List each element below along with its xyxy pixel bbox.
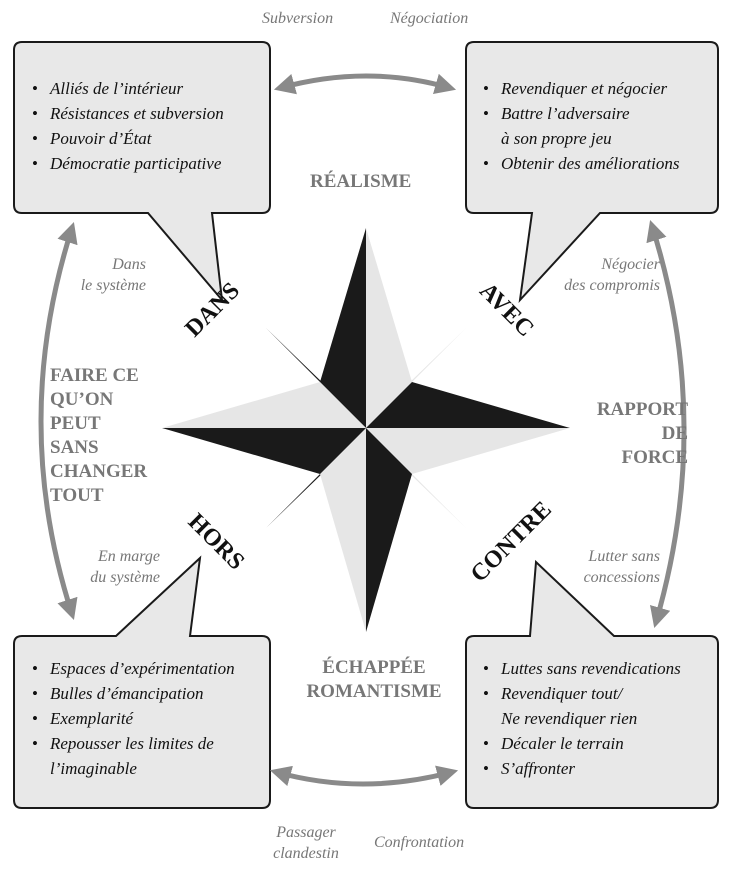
list-item-line: Revendiquer tout/ bbox=[501, 684, 623, 703]
arrow-right bbox=[646, 219, 687, 629]
box-bottom-left-list: Espaces d’expérimentationBulles d’émanci… bbox=[32, 656, 268, 781]
list-item: S’affronter bbox=[483, 756, 715, 781]
label-negociation: Négociation bbox=[390, 10, 469, 27]
compass-rose-icon bbox=[162, 228, 570, 632]
label-passager-clandestin: Passager clandestin bbox=[273, 824, 339, 862]
list-item: Démocratie participative bbox=[32, 151, 264, 176]
list-item: Alliés de l’intérieur bbox=[32, 76, 264, 101]
list-item-line: Démocratie participative bbox=[50, 154, 222, 173]
arrow-bottom bbox=[269, 765, 459, 787]
list-item: Pouvoir d’État bbox=[32, 126, 264, 151]
axis-label-faire-ce-quon-peut: FAIRE CE QU’ON PEUT SANS CHANGER TOUT bbox=[50, 365, 148, 506]
box-top-right-list: Revendiquer et négocierBattre l’adversai… bbox=[483, 76, 715, 176]
arrow-top bbox=[273, 73, 457, 95]
list-item-line: Pouvoir d’État bbox=[50, 129, 152, 148]
list-item: Obtenir des améliorations bbox=[483, 151, 715, 176]
list-item: Exemplarité bbox=[32, 706, 268, 731]
list-item: Décaler le terrain bbox=[483, 731, 715, 756]
label-dans-le-systeme: Dans le système bbox=[80, 256, 146, 294]
arrow-left bbox=[38, 221, 78, 620]
list-item-line: Repousser les limites de bbox=[50, 734, 214, 753]
label-subversion: Subversion bbox=[262, 10, 334, 27]
list-item: Revendiquer tout/Ne revendiquer rien bbox=[483, 681, 715, 731]
label-negocier-des-compromis: Négocier des compromis bbox=[564, 256, 660, 294]
list-item-line: Espaces d’expérimentation bbox=[50, 659, 235, 678]
axis-label-rapport-de-force: RAPPORT DE FORCE bbox=[596, 399, 688, 468]
list-item: Bulles d’émancipation bbox=[32, 681, 268, 706]
list-item-line: Obtenir des améliorations bbox=[501, 154, 680, 173]
list-item-line: à son propre jeu bbox=[501, 129, 612, 148]
list-item-line: Luttes sans revendications bbox=[501, 659, 681, 678]
list-item-line: Revendiquer et négocier bbox=[501, 79, 668, 98]
axis-label-realisme: RÉALISME bbox=[310, 171, 412, 192]
axis-label-echappee-romantisme: ÉCHAPPÉE ROMANTISME bbox=[306, 657, 442, 702]
list-item: Revendiquer et négocier bbox=[483, 76, 715, 101]
list-item-line: Bulles d’émancipation bbox=[50, 684, 204, 703]
label-lutter-sans-concessions: Lutter sans concessions bbox=[583, 548, 660, 586]
list-item-line: Résistances et subversion bbox=[50, 104, 224, 123]
list-item-line: Alliés de l’intérieur bbox=[50, 79, 184, 98]
list-item: Battre l’adversaire à son propre jeu bbox=[483, 101, 715, 151]
label-en-marge-du-systeme: En marge du système bbox=[90, 548, 160, 586]
list-item: Luttes sans revendications bbox=[483, 656, 715, 681]
box-bottom-right-list: Luttes sans revendicationsRevendiquer to… bbox=[483, 656, 715, 781]
list-item: Résistances et subversion bbox=[32, 101, 264, 126]
list-item: Repousser les limites de l’imaginable bbox=[32, 731, 268, 781]
list-item-line: Exemplarité bbox=[50, 709, 134, 728]
list-item-line: l’imaginable bbox=[50, 759, 137, 778]
box-top-left-list: Alliés de l’intérieurRésistances et subv… bbox=[32, 76, 264, 176]
list-item-line: Ne revendiquer rien bbox=[501, 709, 638, 728]
list-item-line: Battre l’adversaire bbox=[501, 104, 630, 123]
list-item-line: Décaler le terrain bbox=[501, 734, 624, 753]
label-confrontation: Confrontation bbox=[374, 834, 465, 851]
list-item-line: S’affronter bbox=[501, 759, 575, 778]
list-item: Espaces d’expérimentation bbox=[32, 656, 268, 681]
